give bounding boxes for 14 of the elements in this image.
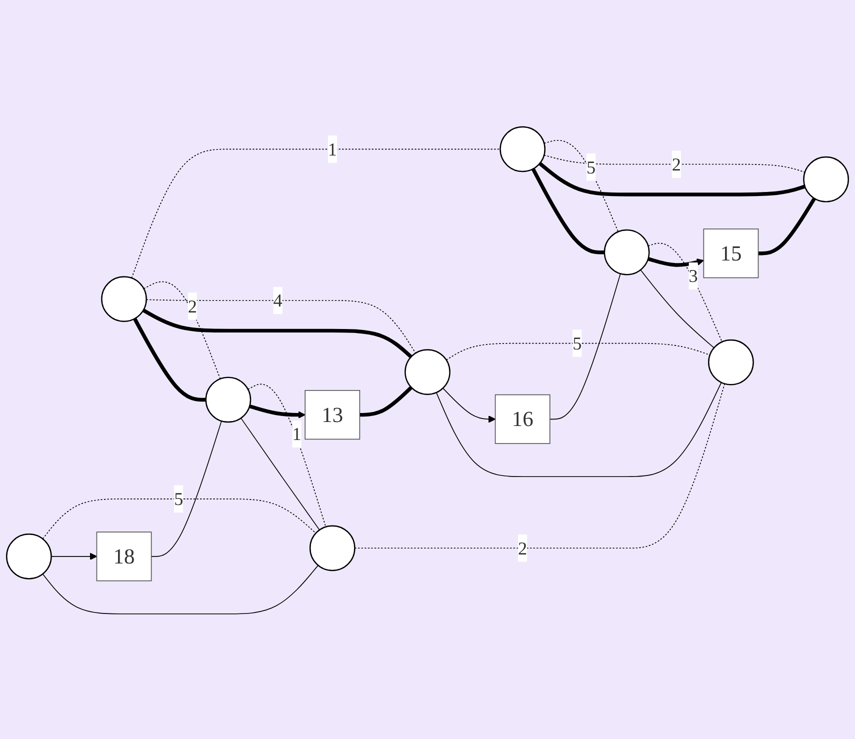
edge-label: 5 <box>174 485 184 512</box>
edge-label: 5 <box>572 329 582 357</box>
edge-label: 1 <box>292 420 302 448</box>
edge-label: 2 <box>518 534 528 562</box>
number-box: 15 <box>703 228 759 278</box>
edge-label: 2 <box>188 292 197 320</box>
edge-label: 2 <box>672 150 681 178</box>
number-box: 16 <box>494 394 550 444</box>
edge-label: 3 <box>688 262 698 290</box>
edge-label: 5 <box>586 153 596 180</box>
number-box: 13 <box>304 390 360 440</box>
number-box: 18 <box>96 531 152 581</box>
edge-label: 4 <box>273 286 282 314</box>
edge-label: 1 <box>328 135 337 163</box>
